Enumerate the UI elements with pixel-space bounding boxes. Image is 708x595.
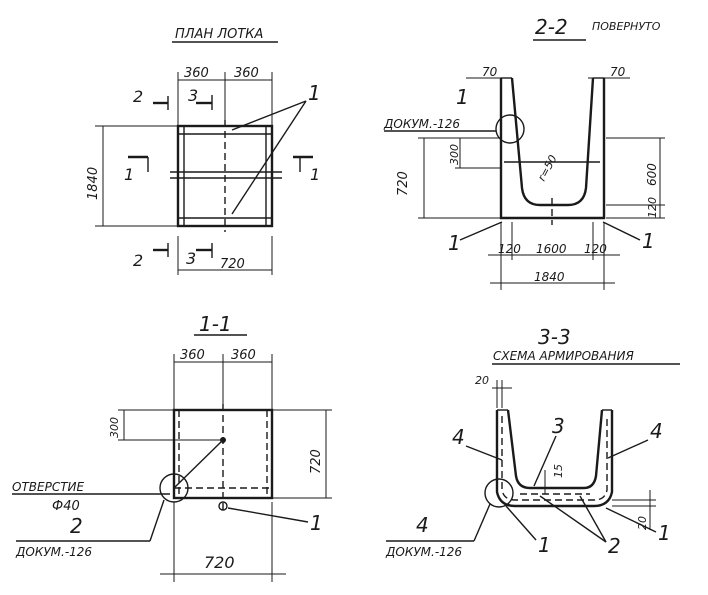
plan-sec3-top: 3 <box>188 86 198 105</box>
sec22-dim-300: 300 <box>448 144 461 165</box>
sec11-doc-ref: ДОКУМ.-126 <box>15 545 92 559</box>
sec22-outer-profile <box>499 78 606 220</box>
sec11-callout-1: 1 <box>310 511 323 535</box>
sec33-subtitle: СХЕМА АРМИРОВАНИЯ <box>493 349 634 363</box>
plan-dim-720: 720 <box>220 257 245 272</box>
sec33-leader-2a <box>539 495 607 543</box>
sec33-leader-2b <box>579 495 607 543</box>
sec22-dim-70b: 70 <box>610 65 626 79</box>
sec22-leader-right <box>602 221 641 241</box>
section-1-1: 1-1 360 360 300 720 ОТВЕРСТИЕ Ф40 2 <box>12 312 332 582</box>
plan-sec2-top: 2 <box>133 87 143 106</box>
sec22-dim-1840: 1840 <box>534 270 565 284</box>
sec33-doc-ref: ДОКУМ.-126 <box>385 545 462 559</box>
sec11-title: 1-1 <box>199 312 232 336</box>
plan-title: ПЛАН ЛОТКА <box>175 27 263 42</box>
section-3-3: 3-3 СХЕМА АРМИРОВАНИЯ 20 15 20 4 4 3 4 <box>385 325 680 559</box>
sec33-doc-leader <box>473 503 491 542</box>
sec22-dim-120b: 120 <box>584 242 607 256</box>
sec22-callout-1top: 1 <box>456 85 469 109</box>
sec11-dim-360b: 360 <box>231 348 256 363</box>
sec22-radius: r=50 <box>535 153 560 184</box>
sec33-leader-4left <box>465 445 503 461</box>
sec33-callout-1b: 1 <box>658 521 671 545</box>
sec11-hole-dia: Ф40 <box>52 499 80 514</box>
sec22-dim-70a: 70 <box>482 65 498 79</box>
section-2-2: 2-2 ПОВЕРНУТО 70 70 1 ДОКУМ.-126 720 300… <box>383 15 665 290</box>
sec33-callout-3: 3 <box>552 414 565 438</box>
plan-leader-b <box>231 100 307 215</box>
sec11-hole-label: ОТВЕРСТИЕ <box>12 480 85 494</box>
sec22-callout-1right: 1 <box>642 229 655 253</box>
sec33-leader-3 <box>533 435 557 487</box>
sec33-rebar-cage <box>501 416 608 501</box>
plan-sec3-bot: 3 <box>186 249 196 268</box>
sec33-dim-15: 15 <box>552 464 565 478</box>
sec11-doc-leader <box>149 499 165 542</box>
plan-sec1-left: 1 <box>124 165 134 184</box>
sec22-leader-left <box>459 221 503 241</box>
sec11-dim-300: 300 <box>108 417 121 438</box>
sec22-dim-120a: 120 <box>498 242 521 256</box>
sec11-dim-720v: 720 <box>309 449 324 474</box>
plan-callout-1: 1 <box>308 81 321 105</box>
plan-leader-a <box>231 100 307 131</box>
sec33-detail-circle <box>484 478 514 508</box>
sec11-dim-360a: 360 <box>180 348 205 363</box>
plan-dim-1840: 1840 <box>86 167 101 200</box>
sec22-dim-720: 720 <box>396 171 411 196</box>
sec33-callout-4bottom: 4 <box>416 513 429 537</box>
sec33-inner-profile <box>506 409 604 490</box>
sec33-callout-2: 2 <box>608 534 621 558</box>
plan-sec2-bot: 2 <box>133 251 143 270</box>
sec33-title: 3-3 <box>538 325 571 349</box>
plan-view: ПЛАН ЛОТКА 360 360 2 2 3 3 1840 <box>86 27 321 275</box>
sec22-dim-1600: 1600 <box>536 242 567 256</box>
sec33-callout-1a: 1 <box>538 533 551 557</box>
sec22-detail-circle <box>495 114 525 144</box>
sec22-doc-ref: ДОКУМ.-126 <box>383 117 460 131</box>
sec33-callout-4left: 4 <box>452 425 465 449</box>
sec33-dim-20top: 20 <box>475 374 489 387</box>
sec11-hole-bottom <box>218 501 228 511</box>
sec33-leader-1a <box>505 505 537 541</box>
sec33-leader-4right <box>607 439 649 459</box>
sec11-hole-leader <box>173 439 224 489</box>
plan-sec1-right: 1 <box>310 165 320 184</box>
plan-dim-360b: 360 <box>234 66 259 81</box>
plan-dim-360a: 360 <box>184 66 209 81</box>
sec22-title: 2-2 <box>535 15 568 39</box>
sec22-callout-1left: 1 <box>448 231 461 255</box>
sec22-dim-600: 600 <box>645 163 659 186</box>
sec11-dim-720h: 720 <box>204 553 235 572</box>
sec11-callout-2: 2 <box>70 514 83 538</box>
sec22-inner-profile <box>510 77 595 207</box>
sec33-leader-1b <box>605 507 657 533</box>
sec11-leader-1 <box>227 507 309 523</box>
sec33-callout-4right: 4 <box>650 419 663 443</box>
sec22-subtitle: ПОВЕРНУТО <box>592 20 661 33</box>
sec22-dim-120v: 120 <box>646 197 659 218</box>
